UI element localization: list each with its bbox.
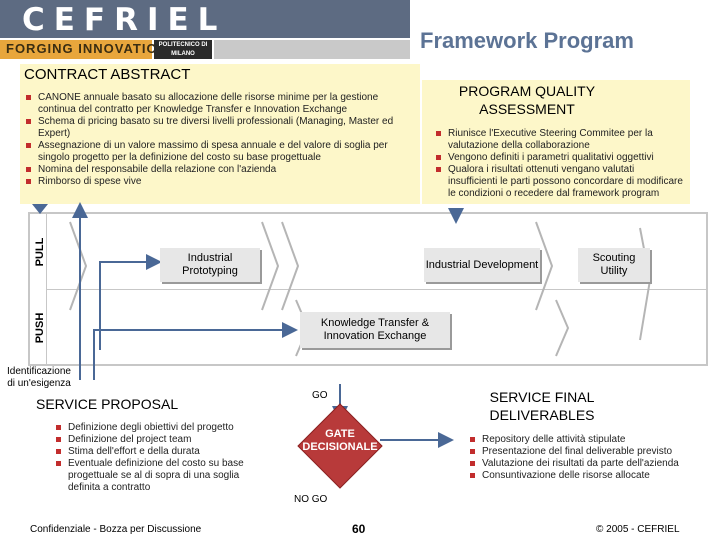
box-industrial-prototyping: Industrial Prototyping xyxy=(160,248,260,282)
list-item: Consuntivazione delle risorse allocate xyxy=(468,470,688,482)
nogo-label: NO GO xyxy=(294,494,328,505)
box-industrial-development: Industrial Development xyxy=(424,248,540,282)
proposal-list: Definizione degli obiettivi del progetto… xyxy=(54,422,254,494)
identification-label: Identificazione di un'esigenza xyxy=(7,366,71,389)
tagline-band xyxy=(0,40,152,59)
band-chevron xyxy=(535,221,554,311)
cefriel-logo: CEFRIEL xyxy=(22,2,227,38)
contract-abstract-panel xyxy=(20,64,420,204)
list-item: Rimborso di spese vive xyxy=(24,176,416,188)
band-chevron xyxy=(261,221,280,311)
pull-arrow xyxy=(99,254,162,350)
polimi-logo: POLITECNICO DI MILANO xyxy=(154,40,212,59)
list-item: Nomina del responsabile della relazione … xyxy=(24,164,416,176)
proposal-heading: SERVICE PROPOSAL xyxy=(36,396,179,412)
push-arrow xyxy=(93,322,298,380)
list-item: CANONE annuale basato su allocazione del… xyxy=(24,92,416,116)
contract-heading: CONTRACT ABSTRACT xyxy=(24,66,191,83)
band-chevron xyxy=(69,221,88,311)
contract-list: CANONE annuale basato su allocazione del… xyxy=(24,92,416,188)
list-item: Valutazione dei risultati da parte dell'… xyxy=(468,458,688,470)
list-item: Definizione degli obiettivi del progetto xyxy=(54,422,254,434)
quality-list: Riunisce l'Executive Steering Commitee p… xyxy=(434,128,686,200)
list-item: Presentazione del final deliverable prev… xyxy=(468,446,688,458)
logo-band xyxy=(0,0,410,38)
list-item: Assegnazione di un valore massimo di spe… xyxy=(24,140,416,164)
quality-assessment-panel xyxy=(422,80,690,204)
contract-pointer xyxy=(32,204,48,214)
box-scouting-utility: Scouting Utility xyxy=(578,248,650,282)
gate-label: GATE DECISIONALE xyxy=(302,428,378,453)
go-label: GO xyxy=(312,390,328,401)
tagline: FORGING INNOVATION xyxy=(6,41,168,56)
list-item: Stima dell'effort e della durata xyxy=(54,446,254,458)
quality-heading: PROGRAM QUALITY ASSESSMENT xyxy=(458,83,596,117)
footer-copyright: © 2005 - CEFRIEL xyxy=(596,524,680,535)
band-midline xyxy=(46,289,708,290)
footer-confidential: Confidenziale - Bozza per Discussione xyxy=(30,524,202,535)
list-item: Vengono definiti i parametri qualitativi… xyxy=(434,152,686,164)
header-stripe xyxy=(214,40,410,59)
band-chevron xyxy=(639,227,652,341)
list-item: Schema di pricing basato su tre diversi … xyxy=(24,116,416,140)
band-chevron xyxy=(281,221,300,311)
list-item: Repository delle attività stipulate xyxy=(468,434,688,446)
final-heading: SERVICE FINAL DELIVERABLES xyxy=(489,389,595,423)
list-item: Definizione del project team xyxy=(54,434,254,446)
box-knowledge-transfer: Knowledge Transfer & Innovation Exchange xyxy=(300,312,450,348)
final-list: Repository delle attività stipulate Pres… xyxy=(468,434,688,482)
band-chevron xyxy=(555,299,570,357)
list-item: Riunisce l'Executive Steering Commitee p… xyxy=(434,128,686,152)
page-title: Framework Program xyxy=(420,28,634,53)
list-item: Eventuale definizione del costo su base … xyxy=(54,458,254,494)
page-number: 60 xyxy=(352,522,366,536)
list-item: Qualora i risultati ottenuti vengano val… xyxy=(434,164,686,200)
gate-diamond xyxy=(297,403,383,489)
